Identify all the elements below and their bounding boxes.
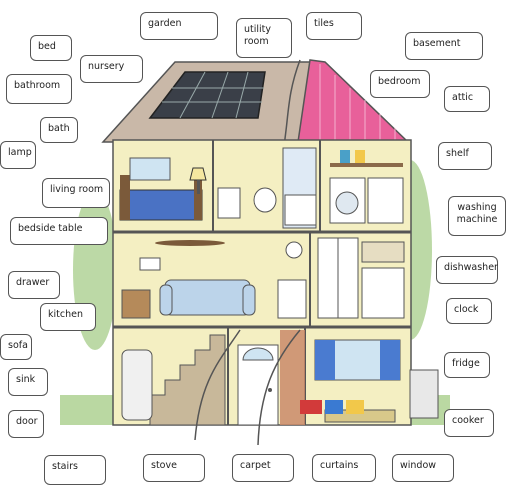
stove-drawing — [121, 349, 153, 421]
label-basement: basement — [405, 32, 483, 60]
label-bathroom: bathroom — [6, 74, 72, 104]
label-bath: bath — [40, 117, 78, 143]
label-curtains: curtains — [312, 454, 376, 482]
shelf-drawing — [330, 163, 403, 167]
label-window: window — [392, 454, 454, 482]
label-bedroom: bedroom — [370, 70, 430, 98]
bath-drawing — [284, 194, 317, 226]
label-utility-room: utility room — [236, 18, 292, 58]
sink-drawing — [217, 187, 241, 219]
label-door: door — [8, 410, 44, 438]
label-cooker: cooker — [444, 409, 494, 437]
label-washing-machine: washing machine — [448, 196, 506, 236]
label-garden: garden — [140, 12, 218, 40]
stairs-drawing — [149, 334, 226, 426]
label-fridge: fridge — [444, 352, 490, 378]
clock-drawing — [285, 241, 303, 259]
label-sofa: sofa — [0, 334, 32, 360]
cooker-drawing — [361, 267, 405, 319]
label-dishwasher: dishwasher — [436, 256, 498, 284]
label-stairs: stairs — [44, 455, 106, 485]
label-stove: stove — [143, 454, 205, 482]
solar-panel — [148, 71, 266, 119]
curtains-drawing — [315, 340, 335, 380]
label-kitchen: kitchen — [40, 303, 96, 331]
label-sink: sink — [8, 368, 48, 396]
sofa-drawing — [164, 279, 251, 316]
drawer-drawing — [121, 289, 151, 319]
toilet-drawing — [253, 187, 277, 213]
bed-drawing — [119, 189, 203, 221]
label-nursery: nursery — [80, 55, 143, 83]
label-carpet: carpet — [232, 454, 294, 482]
label-shelf: shelf — [438, 142, 492, 170]
dishwasher-drawing — [277, 279, 307, 319]
label-lamp: lamp — [0, 141, 36, 169]
label-tiles: tiles — [306, 12, 362, 40]
label-drawer: drawer — [8, 271, 60, 299]
label-attic: attic — [444, 86, 490, 112]
label-bedside-table: bedside table — [10, 217, 108, 245]
label-living-room: living room — [42, 178, 110, 208]
label-bed: bed — [30, 35, 72, 61]
label-clock: clock — [446, 298, 492, 324]
